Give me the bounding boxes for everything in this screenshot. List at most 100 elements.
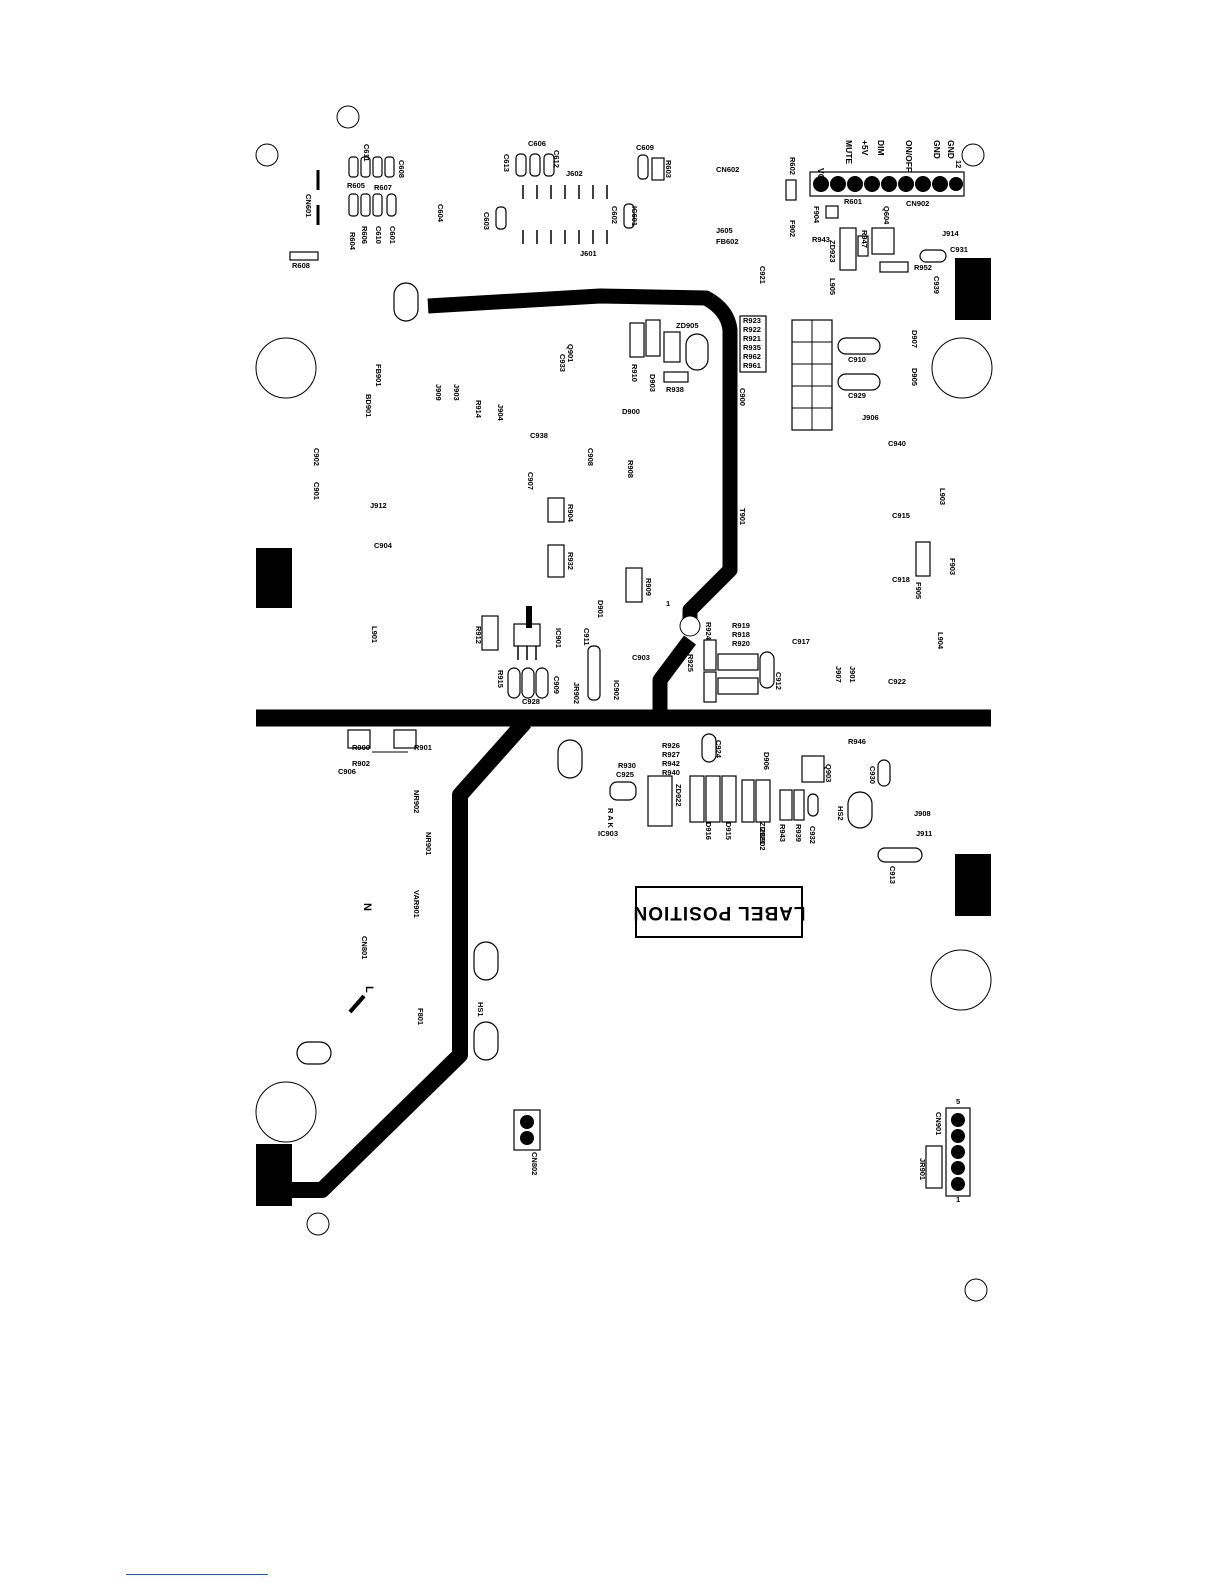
ref-label-r604: R604	[348, 232, 357, 251]
ref-label-hs2: HS2	[836, 806, 845, 821]
ref-label-r900: R900	[352, 743, 370, 752]
label-position-box: LABEL POSITION	[632, 886, 806, 938]
screw-hole	[930, 949, 992, 1011]
ref-label-zd921: ZD921	[758, 822, 767, 845]
ref-label-c929: C929	[848, 391, 866, 400]
ref-label-ic902: IC902	[612, 680, 621, 700]
ref-label-c925: C925	[616, 770, 634, 779]
ref-label-j909: J909	[434, 384, 443, 401]
ref-label-j602: J602	[566, 169, 583, 178]
ref-label-c610: C610	[374, 226, 383, 244]
ref-label-c913: C913	[888, 866, 897, 884]
ref-label-j912: J912	[370, 501, 387, 510]
ref-label-c912: C912	[774, 672, 783, 690]
ref-label-zd905: ZD905	[676, 321, 699, 330]
ref-label-r912: R912	[474, 626, 483, 644]
pin-label-5v: +5V	[860, 140, 870, 156]
screw-holes	[255, 337, 993, 1143]
ref-label-c909: C909	[552, 676, 561, 694]
ref-label-c940: C940	[888, 439, 906, 448]
ref-label-zd923: ZD923	[828, 240, 837, 263]
ref-label-c901: C901	[312, 482, 321, 500]
ref-label-c902: C902	[312, 448, 321, 466]
ref-label-r924: R924	[704, 622, 713, 641]
ref-label-c603: C603	[482, 212, 491, 230]
connector-pin-labels: VOL - MUTE +5V DIM ON/OFF GND GND 12	[816, 140, 963, 191]
ref-label-c907: C907	[526, 472, 535, 490]
pin-label-vol: VOL -	[816, 168, 826, 191]
ref-label-ic601: IC601	[630, 206, 639, 226]
ref-label-r961: R961	[743, 361, 761, 370]
ref-label-c608: C608	[397, 160, 406, 178]
ref-label-r935: R935	[743, 343, 761, 352]
ref-label-cn602: CN602	[716, 165, 739, 174]
ref-label-r908: R908	[626, 460, 635, 478]
ref-label-r919: R919	[732, 621, 750, 630]
ref-label-fb602: FB602	[716, 237, 739, 246]
screw-hole	[255, 337, 317, 399]
ref-label-l904: L904	[936, 632, 945, 650]
ic903-pin-letters: R A K	[606, 808, 615, 828]
ref-label-f904: F904	[812, 206, 821, 224]
ref-label-ic901: IC901	[554, 628, 563, 648]
connector-cn902	[809, 171, 965, 197]
oval-pad	[685, 333, 709, 371]
ref-label-r602: R602	[788, 157, 797, 175]
oval-pad	[393, 282, 419, 322]
ref-label-r940: R940	[662, 768, 680, 777]
ref-label-r902: R902	[352, 759, 370, 768]
trace-link	[652, 635, 696, 718]
ref-label-c900: C900	[738, 388, 747, 406]
ref-label-r942: R942	[662, 759, 680, 768]
ref-label-j903: J903	[452, 384, 461, 401]
ref-label-c939: C939	[932, 276, 941, 294]
ref-label-r915: R915	[496, 670, 505, 688]
oval-pad	[473, 1021, 499, 1061]
ref-label-r927: R927	[662, 750, 680, 759]
ref-label-zd922: ZD922	[674, 784, 683, 807]
ref-label-c917: C917	[792, 637, 810, 646]
ref-label-j914: J914	[942, 229, 960, 238]
ref-label-c918: C918	[892, 575, 910, 584]
ref-label-r910: R910	[630, 364, 639, 382]
ref-label-hs1: HS1	[476, 1002, 485, 1017]
trace-lower	[292, 716, 531, 1198]
ref-label-c903: C903	[632, 653, 650, 662]
oval-pad	[473, 941, 499, 981]
ref-label-r918: R918	[732, 630, 750, 639]
pin-label-mute: MUTE	[844, 140, 854, 164]
ref-label-c938: C938	[530, 431, 548, 440]
ref-label-c613: C613	[502, 154, 511, 172]
ref-label-r923: R923	[743, 316, 761, 325]
ref-label-c930: C930	[868, 766, 877, 784]
ref-label-c932: C932	[808, 826, 817, 844]
pin-number-1: 1	[956, 1195, 960, 1204]
ref-label-r914: R914	[474, 400, 483, 419]
ref-label-f801: F801	[416, 1008, 425, 1025]
ref-label-r606: R606	[360, 226, 369, 244]
oval-pad	[847, 791, 873, 829]
ref-label-r601: R601	[844, 197, 862, 206]
ref-label-f905: F905	[914, 582, 923, 599]
ref-label-var901: VAR901	[412, 890, 421, 918]
mounting-hole	[961, 143, 985, 167]
screw-hole	[255, 1081, 317, 1143]
ref-label-c931: C931	[950, 245, 968, 254]
ref-label-r922: R922	[743, 325, 761, 334]
ref-label-c928: C928	[522, 697, 540, 706]
mounting-hole	[964, 1278, 988, 1302]
copper-pad	[256, 1144, 292, 1206]
ref-label-q604: Q604	[882, 206, 891, 225]
ref-label-cn801: CN801	[360, 936, 369, 959]
ref-label-l901: L901	[370, 626, 379, 643]
component-footprints	[289, 153, 947, 1014]
ref-label-r946: R946	[848, 737, 866, 746]
ref-label-r925: R925	[686, 654, 695, 672]
screw-hole	[931, 337, 993, 399]
ref-label-d905: D905	[910, 368, 919, 386]
ref-label-nr901: NR901	[424, 832, 433, 855]
copper-pad	[256, 548, 292, 608]
pin-label-gnd-1: GND	[932, 140, 942, 159]
